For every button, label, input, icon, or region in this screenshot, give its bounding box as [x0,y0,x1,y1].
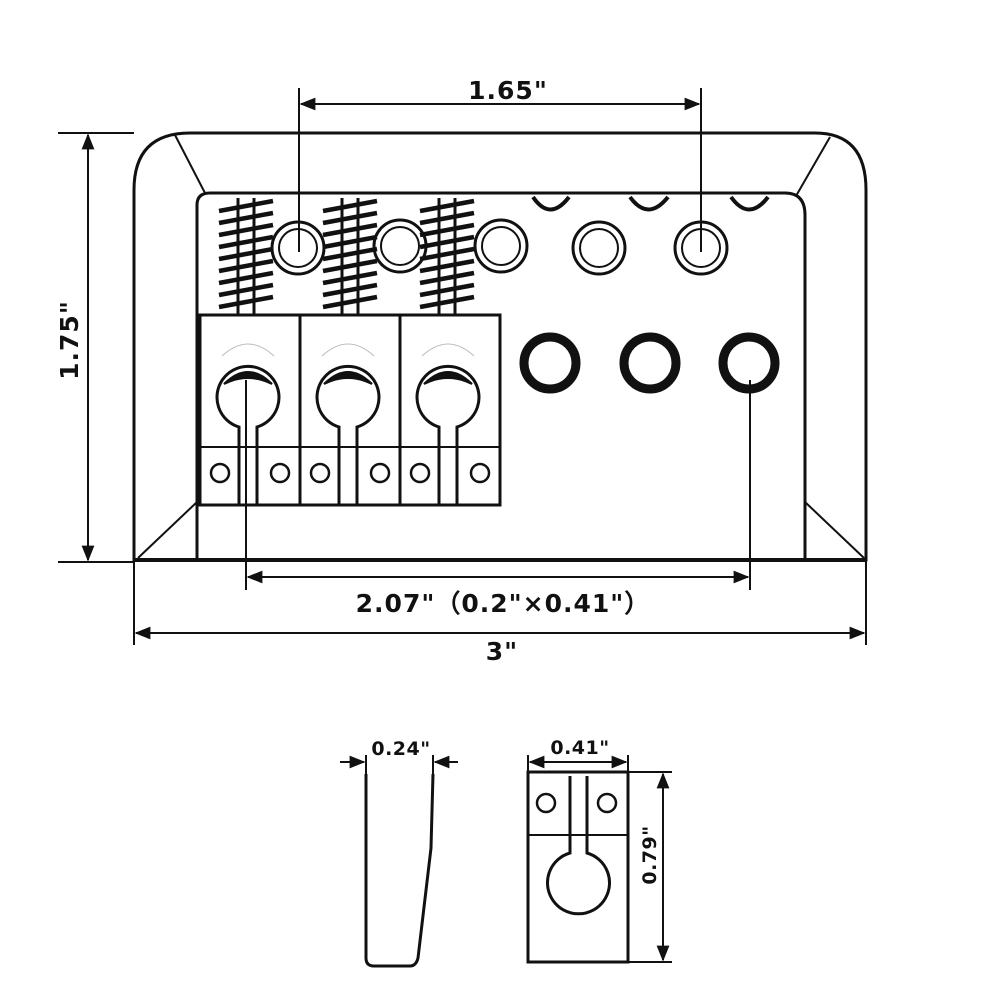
top-rail-notches [531,195,770,212]
saddle-2 [298,313,402,507]
spring-coil [419,270,475,286]
bridge-inner-recess [195,191,807,560]
string-hole-1 [519,332,581,394]
spring-2 [322,198,378,314]
saddle-screw-hole-right [596,792,618,814]
saddle-keyhole-slot [315,364,381,505]
spring-coil [322,270,378,286]
spring-coil [322,210,378,226]
spring-coil [218,246,274,262]
spring-coil [419,282,475,298]
saddle-front-view [526,755,672,964]
spring-coil [419,222,475,238]
string-holes [519,332,780,394]
saddle-screw-hole [469,462,491,484]
spring-coil [322,222,378,238]
string-hole-2 [619,332,681,394]
mounting-hole-3 [473,218,529,274]
spring-coil [419,198,475,214]
dim-label-saddle-spacing: 1.65" [468,76,548,105]
saddle-side-profile [364,773,435,968]
saddle-3 [398,313,502,507]
spring-coil [218,294,274,310]
bevel-bottom-left [137,501,198,559]
rail-notch-2 [628,195,670,212]
saddle-1 [198,313,302,507]
saddle-keyhole-slot [215,364,281,505]
spring-coil [322,246,378,262]
rail-notch-3 [729,195,770,212]
spring-coil [419,246,475,262]
spring-3 [419,198,475,314]
spring-coil [218,222,274,238]
spring-coil [218,210,274,226]
saddle-faint-arc [321,343,375,357]
saddle-side-view [340,755,458,968]
spring-coil [322,198,378,214]
spring-coil [218,234,274,250]
dimension-lines [58,88,867,645]
saddle-screw-hole [369,462,391,484]
saddle-keyhole-slot [546,776,611,916]
saddle-faint-arc [221,343,275,357]
spring-coil [419,234,475,250]
saddle-string-groove [323,371,373,385]
bridge-top-view [132,131,868,562]
dim-label-saddle-width: 0.41" [550,737,609,759]
spring-coil [322,234,378,250]
saddles [198,313,502,507]
bevel-top-right [795,136,831,197]
saddle-faint-arc [421,343,475,357]
spring-coil [322,258,378,274]
spring-coil [322,282,378,298]
saddle-springs [218,198,475,314]
saddle-screw-hole [269,462,291,484]
spring-coil [419,294,475,310]
saddle-screw-hole [309,462,331,484]
saddle-screw-hole [209,462,231,484]
spring-coil [218,282,274,298]
saddle-keyhole-slot [415,364,481,505]
bevel-bottom-right [804,501,865,559]
dim-label-saddle-length: 0.79" [639,825,661,884]
dim-label-width: 3" [486,637,518,666]
spring-1 [218,198,274,314]
mounting-hole-2 [372,218,428,274]
spring-coil [218,198,274,214]
rail-notch-1 [531,195,571,212]
spring-coil [218,270,274,286]
spring-coil [218,258,274,274]
saddle-body [298,313,402,507]
bridge-outer-outline [132,131,868,562]
dim-label-saddle-thickness: 0.24" [371,738,430,760]
saddle-string-groove [223,371,273,385]
spring-coil [322,294,378,310]
bevel-top-left [174,134,206,194]
saddle-screw-hole [409,462,431,484]
mounting-hole-4 [571,220,627,276]
dim-label-height: 1.75" [55,300,84,380]
saddle-front-body [526,770,630,964]
spring-coil [419,258,475,274]
dim-label-string-spacing: 2.07"（0.2"×0.41"） [356,589,651,618]
saddle-screw-hole-left [535,792,557,814]
spring-coil [419,210,475,226]
saddle-string-groove [423,371,473,385]
saddle-body [398,313,502,507]
saddle-body [198,313,302,507]
